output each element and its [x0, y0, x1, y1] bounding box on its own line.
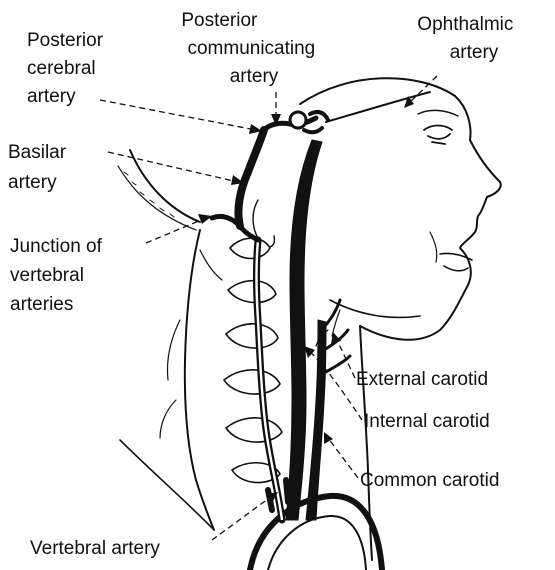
label-ophthalmic-line-2: artery — [450, 42, 499, 63]
leader-external-carotid — [336, 338, 355, 378]
label-posterior-cerebral-line-1: Posterior — [27, 30, 104, 51]
basilar-artery-vessel — [238, 130, 264, 226]
label-posterior-communicating-line-1: Posterior — [181, 10, 258, 31]
ophthalmic-artery-vessel — [326, 92, 430, 122]
occiput-stipple — [124, 172, 174, 217]
label-external-carotid: External carotid — [356, 369, 488, 390]
label-vertebral-artery: Vertebral artery — [30, 538, 160, 559]
label-posterior-cerebral-line-3: artery — [27, 86, 76, 107]
neck-back-outline — [185, 230, 214, 530]
leader-basilar — [108, 152, 238, 182]
shoulder-outline — [120, 440, 214, 530]
nasolabial-fold — [430, 232, 437, 262]
label-basilar-line-1: Basilar — [8, 142, 67, 163]
label-posterior-cerebral: Posterior cerebral artery — [27, 30, 108, 107]
leader-posterior-cerebral — [100, 100, 256, 130]
label-basilar: Basilar artery — [8, 142, 71, 193]
aortic-arch-inner — [268, 516, 366, 570]
label-junction-vertebral-line-2: vertebral — [10, 265, 84, 286]
jaw-line — [330, 300, 420, 317]
label-posterior-communicating-line-2: communicating — [187, 38, 315, 59]
circle-of-willis — [290, 112, 306, 128]
label-internal-carotid: Internal carotid — [364, 411, 490, 432]
anatomy-illustration — [118, 78, 501, 570]
skull-back-outline — [130, 150, 200, 222]
label-junction-vertebral-line-1: Junction of — [10, 236, 103, 257]
eye-outline — [424, 126, 452, 145]
label-common-carotid: Common carotid — [360, 470, 499, 491]
leader-common-carotid — [328, 438, 358, 478]
label-posterior-communicating: Posterior communicating artery — [181, 10, 320, 87]
skull-inner-line — [118, 166, 196, 230]
label-ophthalmic-line-1: Ophthalmic — [417, 14, 513, 35]
label-junction-vertebral: Junction of vertebral arteries — [10, 236, 107, 315]
eyebrow — [418, 110, 458, 116]
label-junction-vertebral-line-3: arteries — [10, 294, 73, 315]
label-basilar-line-2: artery — [8, 172, 57, 193]
vertebral-junction — [212, 216, 258, 240]
label-posterior-cerebral-line-2: cerebral — [27, 58, 96, 79]
label-ophthalmic: Ophthalmic artery — [417, 14, 518, 63]
label-posterior-communicating-line-3: artery — [230, 66, 279, 87]
